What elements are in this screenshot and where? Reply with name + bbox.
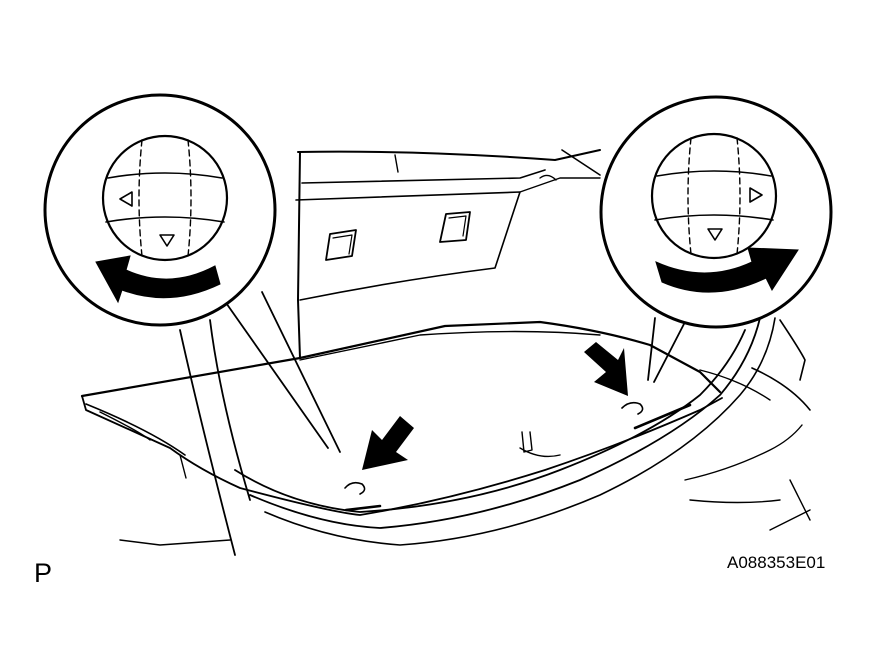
arrow-pointer-icon: [584, 342, 628, 396]
clip-rotate-counterclockwise-icon: [95, 134, 229, 304]
arrow-pointer-icon: [362, 416, 414, 470]
left-detail-bubble: [43, 93, 277, 327]
trunk-opening-trim: [234, 317, 776, 546]
view-direction-label: P: [34, 558, 53, 588]
vehicle-body-outline: [119, 149, 811, 546]
clip-rotate-clockwise-icon: [650, 132, 799, 293]
deck-board: [80, 320, 723, 516]
figure-code-label: A088353E01: [727, 553, 826, 572]
leader-lines: [179, 291, 686, 556]
back-panel-hooks: [325, 211, 471, 261]
right-detail-bubble: [599, 95, 833, 329]
